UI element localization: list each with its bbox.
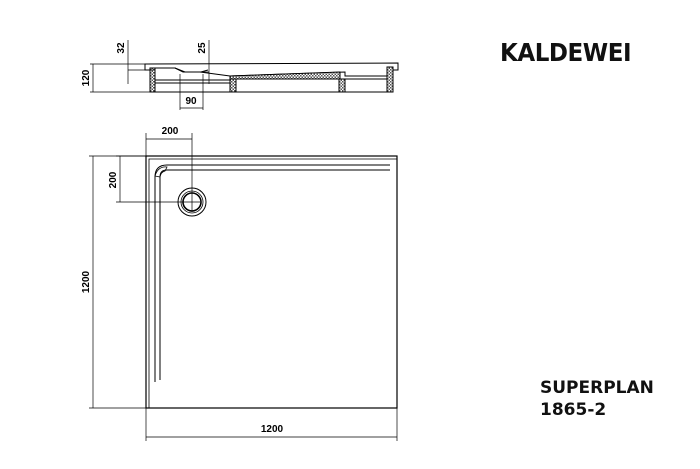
- product-name: SUPERPLAN: [540, 378, 654, 398]
- dim-drain-offset-y-label: 200: [108, 171, 119, 188]
- section-dimensions: [90, 40, 210, 110]
- dim-drain-width-label: 90: [185, 96, 197, 107]
- dim-width-label: 1200: [261, 424, 284, 435]
- product-model: 1865-2: [540, 400, 607, 420]
- plan-view: [145, 155, 398, 409]
- dim-drain-depth-label: 25: [197, 42, 208, 54]
- kaldewei-logo: KALDEWEI: [500, 38, 632, 67]
- dim-length-label: 1200: [81, 270, 92, 293]
- plan-dimensions: [89, 133, 398, 441]
- section-view: [144, 62, 399, 93]
- dim-drain-offset-x-label: 200: [162, 126, 179, 137]
- dim-height-label: 120: [81, 69, 92, 86]
- dim-rim-depth-label: 32: [116, 42, 127, 54]
